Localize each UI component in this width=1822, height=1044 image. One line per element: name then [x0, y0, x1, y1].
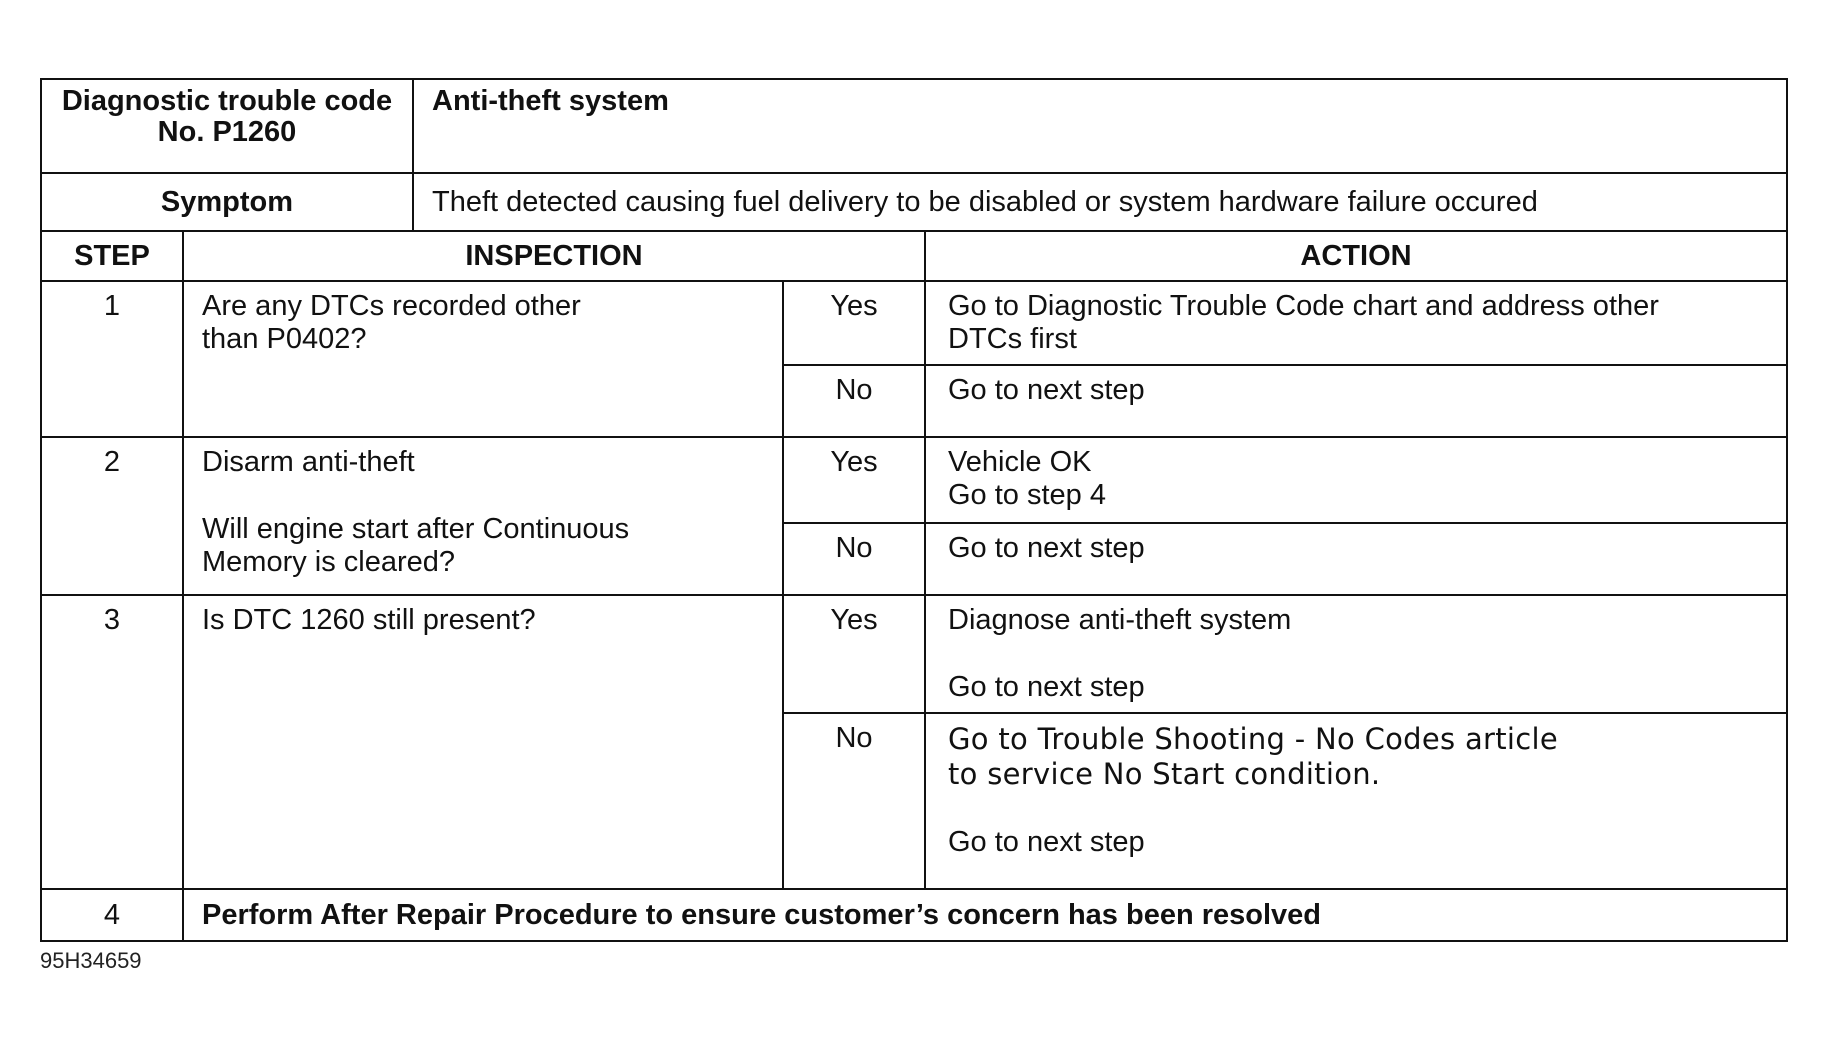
action-line: to service No Start condition.: [948, 757, 1381, 791]
inspection-line: Disarm anti-theft: [202, 446, 415, 478]
step-inspection: Disarm anti-theft Will engine start afte…: [182, 436, 784, 596]
yes-label: Yes: [782, 280, 926, 366]
yes-label: Yes: [782, 594, 926, 714]
step-number: 4: [40, 888, 184, 942]
step-2-yes-row: 2 Disarm anti-theft Will engine start af…: [40, 436, 1788, 596]
column-header-step: STEP: [40, 230, 184, 282]
step-number: 2: [40, 436, 184, 596]
step-1-yes-row: 1 Are any DTCs recorded other than P0402…: [40, 280, 1788, 438]
step-3-no-row: No Go to Trouble Shooting - No Codes art…: [41, 712, 1788, 890]
no-action: Go to next step: [924, 522, 1788, 596]
yes-action: Vehicle OK Go to step 4: [924, 436, 1788, 524]
action-line: Go to next step: [948, 374, 1145, 406]
steps-table: STEP INSPECTION ACTION 1 Are any DTCs re…: [40, 230, 1788, 942]
action-line: Vehicle OK: [948, 446, 1092, 478]
diagnostic-chart: Diagnostic trouble code No. P1260 Anti-t…: [40, 78, 1788, 942]
step-1-no-row: No Go to next step: [41, 364, 1788, 438]
inspection-line: Is DTC 1260 still present?: [202, 604, 536, 636]
step-4-row: 4 Perform After Repair Procedure to ensu…: [40, 888, 1788, 942]
action-line: Go to Diagnostic Trouble Code chart and …: [948, 290, 1659, 322]
step-inspection: Is DTC 1260 still present?: [182, 594, 784, 890]
action-line: Go to step 4: [948, 479, 1106, 511]
action-line: DTCs first: [948, 323, 1077, 355]
column-header-inspection: INSPECTION: [182, 230, 926, 282]
action-line: Go to next step: [948, 671, 1145, 703]
action-line: Go to next step: [948, 826, 1145, 858]
header-table: Diagnostic trouble code No. P1260 Anti-t…: [40, 78, 1788, 232]
symptom-value: Theft detected causing fuel delivery to …: [412, 172, 1788, 232]
inspection-line: than P0402?: [202, 323, 367, 355]
code-label: Diagnostic trouble code No. P1260: [40, 78, 414, 174]
inspection-line: Memory is cleared?: [202, 546, 456, 578]
action-line: Go to next step: [948, 532, 1145, 564]
code-value: Anti-theft system: [412, 78, 1788, 174]
header-symptom-row: Symptom Theft detected causing fuel deli…: [40, 172, 1788, 232]
no-action: Go to Trouble Shooting - No Codes articl…: [924, 712, 1788, 890]
action-line: Diagnose anti-theft system: [948, 604, 1292, 636]
yes-action: Go to Diagnostic Trouble Code chart and …: [924, 280, 1788, 366]
step-2-no-row: No Go to next step: [41, 522, 1788, 596]
no-action: Go to next step: [924, 364, 1788, 438]
yes-label: Yes: [782, 436, 926, 524]
yes-action: Diagnose anti-theft system Go to next st…: [924, 594, 1788, 714]
final-step-text: Perform After Repair Procedure to ensure…: [182, 888, 1788, 942]
inspection-line: Are any DTCs recorded other: [202, 290, 581, 322]
step-number: 1: [40, 280, 184, 438]
no-label: No: [782, 522, 926, 596]
column-header-row: STEP INSPECTION ACTION: [40, 230, 1788, 282]
inspection-line: Will engine start after Continuous: [202, 513, 630, 545]
step-3-yes-row: 3 Is DTC 1260 still present? Yes Diagnos…: [40, 594, 1788, 890]
figure-id: 95H34659: [40, 948, 142, 973]
step-inspection: Are any DTCs recorded other than P0402?: [182, 280, 784, 438]
header-code-row: Diagnostic trouble code No. P1260 Anti-t…: [40, 78, 1788, 174]
action-line: Go to Trouble Shooting - No Codes articl…: [948, 722, 1559, 756]
symptom-label: Symptom: [40, 172, 414, 232]
column-header-action: ACTION: [924, 230, 1788, 282]
step-number: 3: [40, 594, 184, 890]
no-label: No: [782, 712, 926, 890]
no-label: No: [782, 364, 926, 438]
